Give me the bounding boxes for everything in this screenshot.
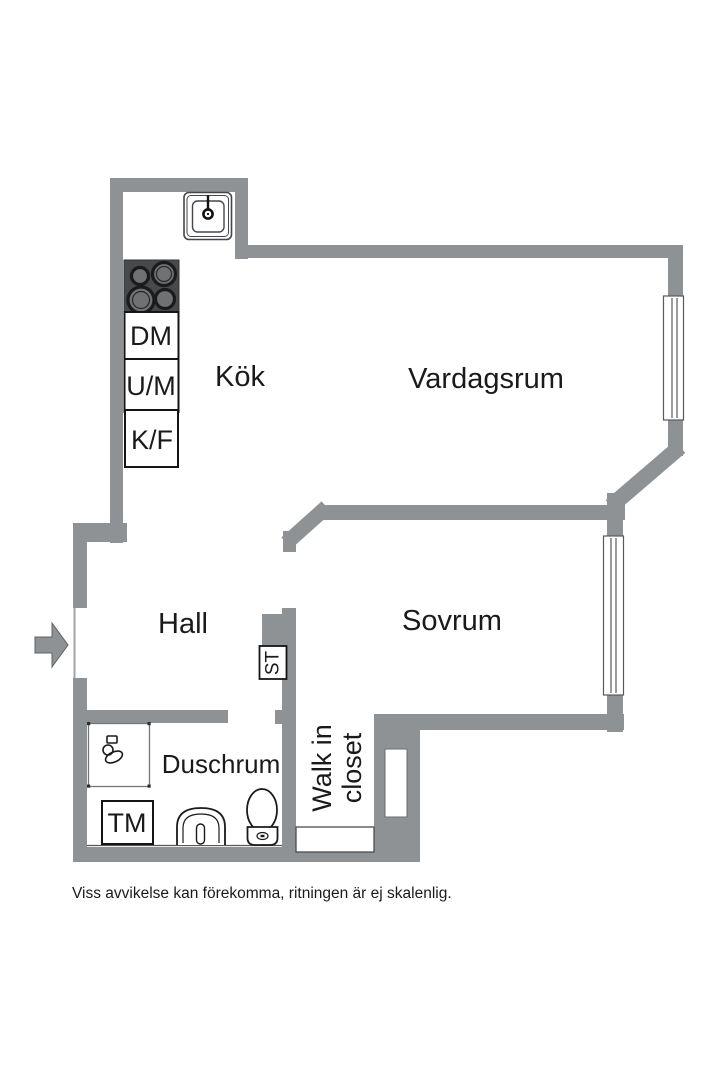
disclaimer-text: Viss avvikelse kan förekomma, ritningen … — [72, 885, 452, 902]
dishwasher-box — [123, 311, 180, 362]
room-label-walk-in-closet-line2: closet — [337, 732, 367, 803]
room-label-living-room: Vardagsrum — [408, 363, 564, 395]
wall-segment — [110, 178, 123, 543]
room-label-walk-in-closet-line1: Walk in — [307, 724, 337, 812]
wall-segment — [73, 710, 228, 723]
kitchen-appliance-boxes — [123, 311, 180, 468]
window-symbol-bedroom-icon — [602, 535, 625, 696]
shower-mixer-icon — [102, 735, 124, 764]
windows — [602, 295, 685, 696]
washing-machine-box — [101, 800, 154, 845]
wall-segment — [235, 178, 248, 259]
fridge-freezer-box — [124, 409, 179, 468]
burner-icon — [129, 265, 151, 287]
storage-box — [258, 645, 288, 680]
burner-icon — [150, 260, 178, 288]
wall-segment — [374, 750, 385, 818]
oven-microwave-box — [123, 358, 180, 413]
burner-icon — [153, 287, 177, 311]
label-washing-machine: TM — [108, 808, 147, 838]
wall-segment — [73, 678, 87, 862]
room-labels: Kök Vardagsrum Hall Sovrum Duschrum Walk… — [108, 321, 564, 838]
wall-storage-block — [262, 614, 282, 647]
burner-icon — [126, 285, 156, 315]
wall-segment — [318, 505, 625, 520]
wall-segment — [668, 245, 683, 301]
wall-segment — [407, 750, 420, 818]
wall-segment — [73, 523, 87, 608]
wall-segment — [374, 816, 420, 862]
wall-segment — [235, 245, 683, 258]
wall-diagonal — [281, 501, 332, 549]
wall-segment — [374, 714, 624, 730]
entrance-arrow-icon — [34, 621, 69, 669]
room-label-kitchen: Kök — [215, 361, 265, 393]
label-fridge-freezer: K/F — [131, 425, 173, 455]
kitchen-sink-icon — [183, 191, 233, 241]
room-label-bedroom: Sovrum — [402, 605, 502, 637]
label-oven-microwave: U/M — [126, 371, 176, 401]
wall-segment — [110, 178, 248, 192]
wall-segment — [374, 714, 420, 752]
wardrobe-icon — [295, 826, 375, 853]
washbasin-icon — [176, 807, 226, 845]
walls — [73, 178, 686, 862]
wall-door-jamb — [275, 710, 286, 724]
label-dishwasher: DM — [130, 321, 172, 351]
toilet-icon — [246, 788, 279, 846]
shower-enclosure-icon — [87, 722, 151, 788]
wall-segment — [283, 531, 296, 552]
wall-niche — [384, 748, 408, 818]
room-label-shower-room: Duschrum — [162, 749, 280, 779]
room-label-hall: Hall — [158, 608, 208, 640]
wall-diagonal — [605, 440, 686, 513]
window-symbol-living-room-icon — [662, 295, 685, 421]
cooktop-four-burners-icon — [123, 259, 180, 315]
label-storage: ST — [263, 650, 284, 675]
